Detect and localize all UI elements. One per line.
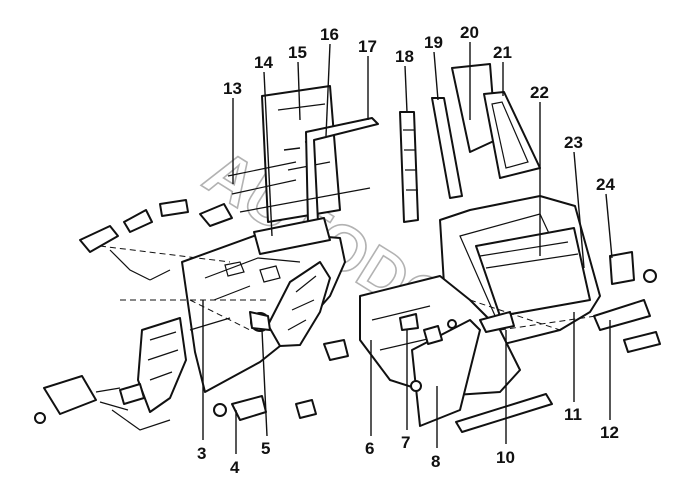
rear-door-group: [359, 63, 661, 433]
callout-16: 16: [320, 25, 339, 44]
callout-22: 22: [530, 83, 549, 102]
striker-bracket: [295, 399, 317, 419]
callout-8: 8: [431, 452, 440, 471]
callout-4: 4: [230, 458, 240, 477]
callout-12: 12: [600, 423, 619, 442]
motor-assembly: [43, 375, 97, 415]
window-bar-14: [253, 217, 331, 255]
callout-21: 21: [493, 43, 512, 62]
callout-3: 3: [197, 444, 206, 463]
hinge-5: [249, 311, 271, 331]
callout-19: 19: [424, 33, 443, 52]
callout-14: 14: [254, 53, 273, 72]
callout-10: 10: [496, 448, 515, 467]
callout-labels: 3 4 5 6 7 8 10 11 12 13 14 15 16 17 18 1…: [197, 23, 619, 477]
callout-15: 15: [288, 43, 307, 62]
callout-20: 20: [460, 23, 479, 42]
callout-11: 11: [564, 405, 582, 424]
callout-6: 6: [365, 439, 374, 458]
front-door-group: [34, 85, 379, 431]
callout-7: 7: [401, 433, 410, 452]
door-lock-actuator: [137, 317, 187, 413]
leader-lines: [202, 42, 613, 454]
front-window-glass: [261, 85, 341, 223]
door-check-upper: [79, 225, 119, 253]
callout-18: 18: [395, 47, 414, 66]
rear-lock-24: [609, 251, 635, 285]
rear-window-channel-18: [399, 111, 419, 223]
rear-lower-panel: [411, 319, 481, 427]
callout-5: 5: [261, 439, 270, 458]
callout-13: 13: [223, 79, 242, 98]
hinge-4: [231, 395, 267, 421]
rear-trim-strip: [455, 393, 553, 433]
callout-23: 23: [564, 133, 583, 152]
rear-window-run-19: [431, 97, 463, 199]
rear-window-track: [475, 227, 591, 317]
door-handle-12: [593, 299, 651, 331]
callout-24: 24: [596, 175, 615, 194]
callout-17: 17: [358, 37, 377, 56]
